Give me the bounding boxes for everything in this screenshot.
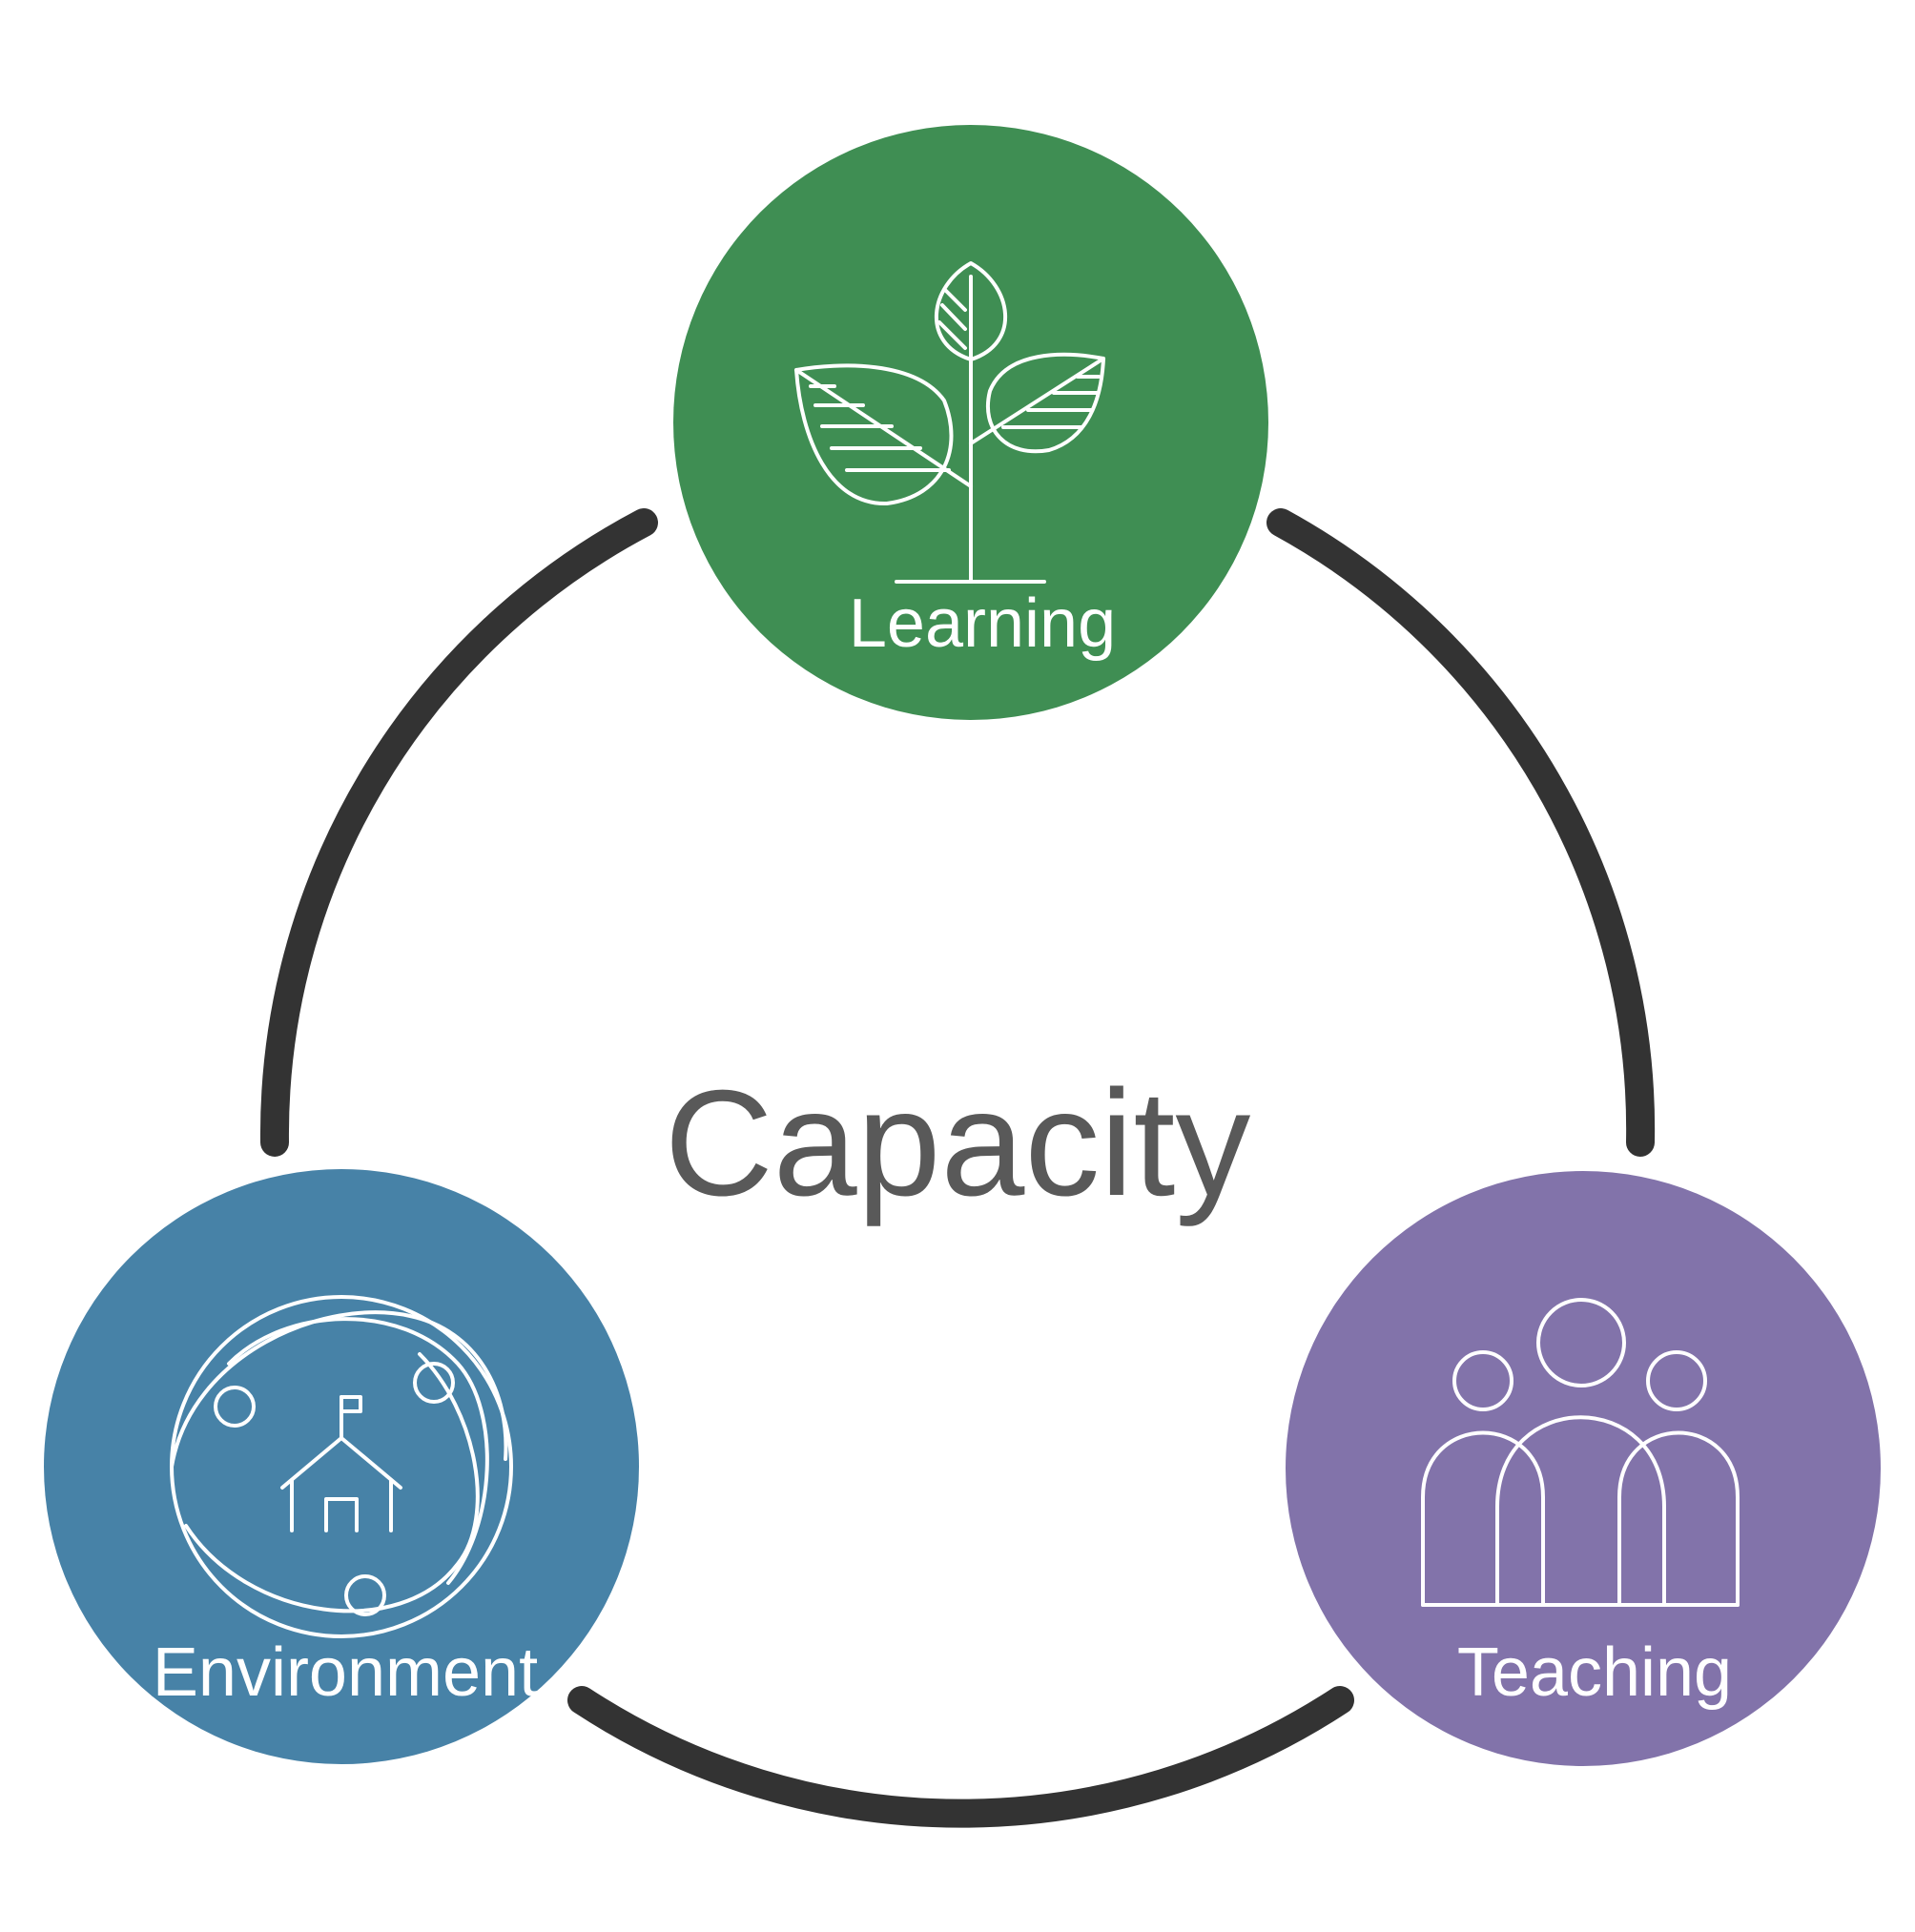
plant-sprout-icon xyxy=(794,261,1105,584)
ring-arc-learning-teaching xyxy=(1266,508,1656,1157)
node-teaching-label: Teaching xyxy=(1457,1634,1732,1711)
node-environment-circle xyxy=(44,1169,639,1764)
school-globe-icon xyxy=(170,1295,513,1638)
center-label: Capacity xyxy=(665,1059,1251,1227)
ring-arc-environment-teaching xyxy=(567,1686,1354,1828)
ring-arc-learning-environment xyxy=(259,508,658,1157)
node-teaching: Teaching xyxy=(1286,1171,1881,1766)
node-environment-label: Environment xyxy=(153,1634,538,1711)
cycle-ring xyxy=(259,508,1656,1828)
node-learning: Learning xyxy=(673,125,1268,720)
node-teaching-circle xyxy=(1286,1171,1881,1766)
node-learning-label: Learning xyxy=(849,586,1116,662)
node-environment: Environment xyxy=(44,1169,639,1764)
people-group-icon xyxy=(1421,1298,1740,1607)
